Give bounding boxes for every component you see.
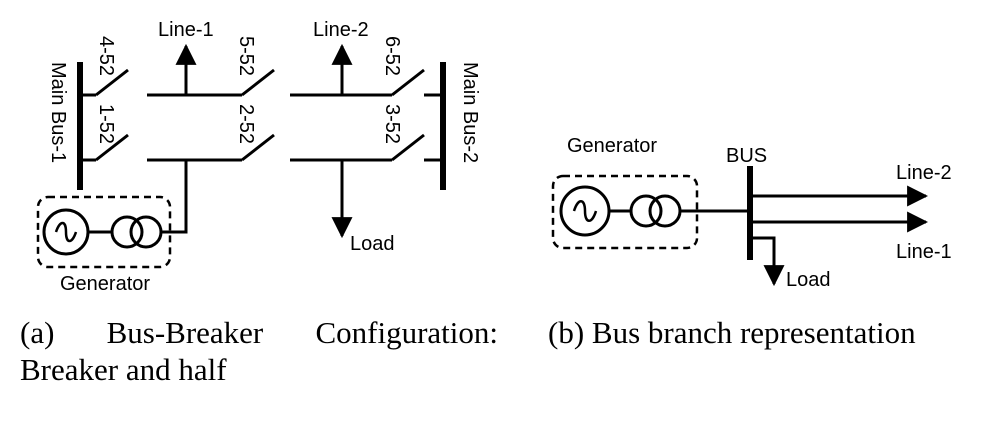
transformer-winding-1-a — [110, 215, 144, 249]
load-arrow-b — [750, 236, 785, 287]
generator-label-b: Generator — [567, 135, 657, 157]
line-2-label-b: Line-2 — [896, 162, 952, 184]
sine-wave-icon-b — [572, 200, 598, 222]
generator-connection — [170, 160, 188, 234]
breaker-3-52-label: 3-52 — [381, 104, 403, 144]
transformer-winding-2-b — [648, 194, 682, 228]
sine-wave-icon — [54, 221, 78, 243]
main-bus-2-label: Main Bus-2 — [459, 62, 481, 163]
bus-label: BUS — [726, 145, 767, 167]
load-label-b: Load — [786, 269, 831, 291]
caption-a-word-2: Configuration: — [315, 315, 498, 350]
transformer-winding-1-b — [629, 194, 663, 228]
caption-a-line-2: Breaker and half — [20, 352, 227, 387]
transformer-winding-2-a — [129, 215, 163, 249]
main-bus-1-label: Main Bus-1 — [47, 62, 69, 163]
panel-b-bus-branch — [551, 166, 929, 287]
caption-a-tag: (a) — [20, 315, 55, 350]
caption-a-line-1: (a) Bus-Breaker Configuration: — [20, 314, 498, 351]
panel-a-breaker-and-half — [36, 43, 446, 269]
breaker-2-52-label: 2-52 — [235, 104, 257, 144]
breaker-4-52-blade — [95, 68, 129, 97]
line-1-label-b: Line-1 — [896, 241, 952, 263]
breaker-1-52-blade — [95, 133, 129, 162]
generator-label-a: Generator — [60, 273, 150, 295]
breaker-4-52-label: 4-52 — [95, 36, 117, 76]
load-label-a: Load — [350, 233, 395, 255]
caption-a-word-1: Bus-Breaker — [106, 315, 264, 350]
breaker-6-52-blade — [391, 68, 425, 97]
line-1-label: Line-1 — [158, 19, 214, 41]
breaker-3-52-blade — [391, 133, 425, 162]
generator-box-b — [551, 174, 699, 250]
line-2-label: Line-2 — [313, 19, 369, 41]
breaker-1-52-label: 1-52 — [95, 104, 117, 144]
breaker-5-52-label: 5-52 — [235, 36, 257, 76]
breaker-6-52-label: 6-52 — [381, 36, 403, 76]
breaker-2-52-blade — [241, 133, 275, 162]
breaker-5-52-blade — [241, 68, 275, 97]
caption-b: (b) Bus branch representation — [548, 315, 916, 350]
